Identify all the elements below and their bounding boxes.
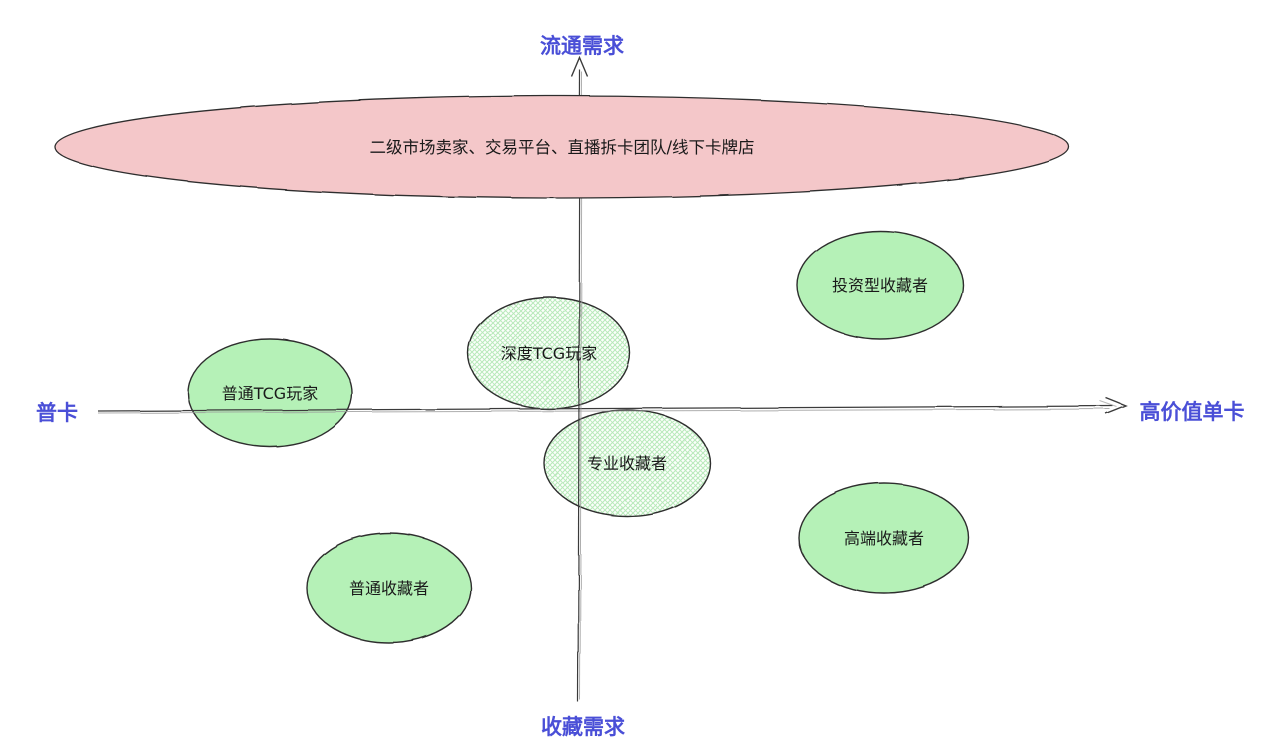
axis-label-right: 高价值单卡 [1140,400,1245,424]
casual-tcg-player-label: 普通TCG玩家 [222,384,318,403]
labels-layer: 二级市场卖家、交易平台、直播拆卡团队/线下卡牌店 普通TCG玩家 深度TCG玩家… [36,34,1245,739]
professional-collector-label: 专业收藏者 [587,454,667,473]
right-arrowhead-sketch-stroke [1099,400,1118,408]
horizontal-axis-line [97,405,1114,412]
axis-label-bottom: 收藏需求 [541,715,625,739]
axis-label-top: 流通需求 [540,34,624,58]
market-sellers-label: 二级市场卖家、交易平台、直播拆卡团队/线下卡牌店 [369,138,754,157]
highend-collector-bubble [798,482,970,594]
casual-collector-bubble [306,532,472,644]
market-band-layer [54,95,1070,199]
top-arrowhead-icon [571,56,589,78]
investor-collector-bubble [796,230,964,340]
investor-collector-label: 投资型收藏者 [832,276,928,295]
market-sellers-ellipse [54,95,1070,199]
bubble-shapes-layer [187,230,970,644]
right-arrowhead-icon [1105,397,1128,415]
casual-collector-label: 普通收藏者 [349,579,429,598]
deep-tcg-player-label: 深度TCG玩家 [501,344,597,363]
casual-tcg-player-bubble [187,338,353,448]
professional-collector-bubble [543,409,711,517]
axis-label-left: 普卡 [36,401,78,425]
horizontal-axis-shadow-line [97,408,1111,414]
highend-collector-label: 高端收藏者 [844,529,924,548]
